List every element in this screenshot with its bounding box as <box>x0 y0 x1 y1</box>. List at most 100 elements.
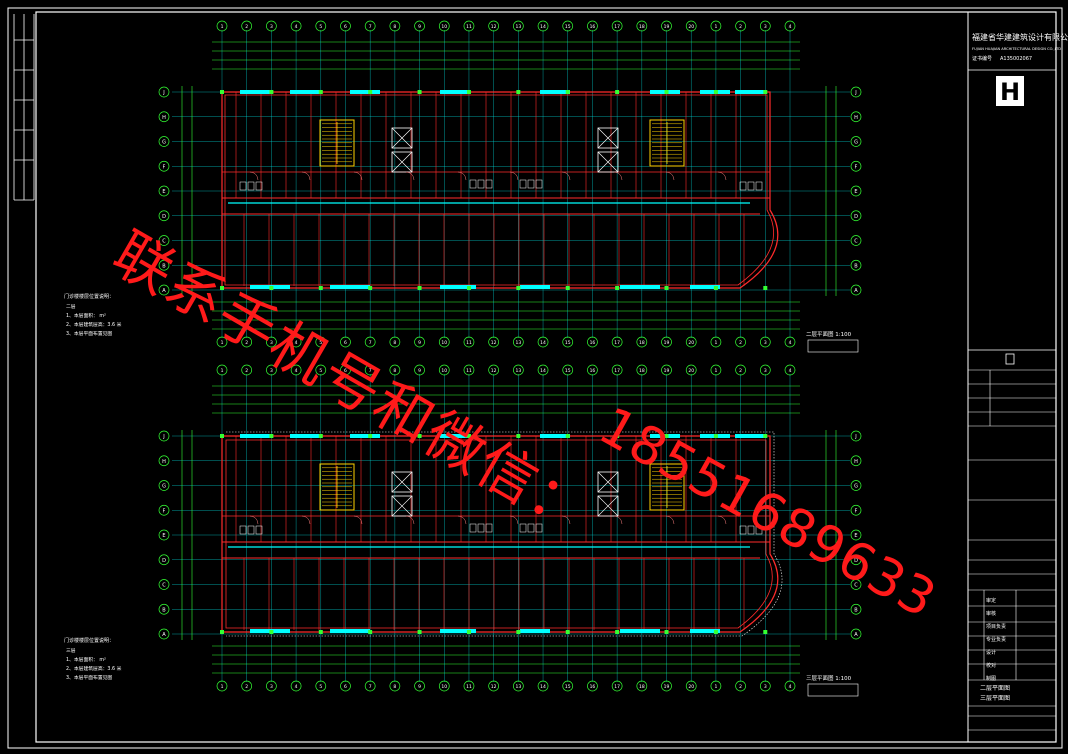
grid-letter: D <box>854 214 858 220</box>
window-top <box>440 90 468 94</box>
grid-letter: J <box>162 434 164 440</box>
grid-number: 9 <box>418 340 421 346</box>
grid-bubble-bottom <box>315 336 327 348</box>
elevator-cross <box>391 471 413 493</box>
toilet-fixture <box>239 181 247 191</box>
column <box>763 434 768 438</box>
grid-number: 7 <box>369 340 372 346</box>
grid-bubble-bottom <box>463 336 475 348</box>
plan-note: 1、本层面积： m² <box>66 312 106 319</box>
grid-bubble-right <box>850 628 862 640</box>
grid-letter: E <box>854 533 857 539</box>
grid-bubble-top <box>661 20 672 32</box>
door-swing <box>561 171 571 181</box>
grid-bubble-bottom <box>512 336 524 348</box>
grid-number: 15 <box>565 24 571 30</box>
column <box>713 434 718 438</box>
grid-number: 3 <box>270 24 273 30</box>
grid-bubble-top <box>537 20 549 32</box>
grid-bubble-top <box>340 364 351 376</box>
grid-bubble-bottom <box>315 680 327 692</box>
plan-note: 3、本层平面布置见图 <box>66 330 112 337</box>
grid-number: 5 <box>319 684 322 690</box>
grid-bubble-top <box>241 364 253 376</box>
grid-bubble-bottom <box>636 336 648 348</box>
grid-number: 10 <box>441 24 447 30</box>
grid-bubble-left <box>158 160 170 172</box>
grid-bubble-top <box>241 20 253 32</box>
door-swing <box>457 515 467 525</box>
grid-letter: E <box>854 189 857 195</box>
plan-scale-label: 三层平面图 1:100 <box>806 674 852 682</box>
grid-number: 3 <box>764 24 767 30</box>
toilet-fixture <box>477 179 485 189</box>
cert-number: A135002067 <box>1000 56 1032 62</box>
grid-bubble-left <box>158 430 170 442</box>
toilet-fixture <box>485 523 493 533</box>
toilet-fixture <box>469 179 477 189</box>
grid-number: 7 <box>369 684 372 690</box>
grid-bubble-left <box>158 455 170 467</box>
grid-number: 16 <box>590 24 596 30</box>
column <box>368 434 373 438</box>
grid-number: 17 <box>614 340 620 346</box>
grid-bubble-top <box>364 20 376 32</box>
grid-number: 14 <box>540 340 546 346</box>
grid-number: 4 <box>789 24 792 30</box>
stair-core <box>319 119 355 167</box>
grid-bubble-right <box>850 210 862 222</box>
grid-bubble-top <box>537 364 549 376</box>
grid-number: 17 <box>614 24 620 30</box>
window-top <box>540 90 570 94</box>
window-top <box>350 434 380 438</box>
plan-scale-box <box>807 683 859 697</box>
column <box>318 286 323 290</box>
grid-bubble-bottom <box>759 336 771 348</box>
grid-number: 2 <box>245 684 248 690</box>
grid-bubble-right <box>850 455 862 467</box>
grid-number: 16 <box>590 368 596 374</box>
grid-number: 3 <box>764 368 767 374</box>
grid-bubble-bottom <box>389 680 401 692</box>
grid-number: 17 <box>614 368 620 374</box>
door-swing <box>457 171 467 181</box>
grid-bubble-top <box>685 364 697 376</box>
column <box>269 434 274 438</box>
grid-bubble-top <box>636 20 648 32</box>
grid-bubble-bottom <box>364 680 376 692</box>
grid-number: 4 <box>789 684 792 690</box>
grid-letter: D <box>162 558 166 564</box>
grid-bubble-bottom <box>216 680 228 692</box>
window-top <box>290 434 320 438</box>
column <box>664 286 669 290</box>
grid-letter: H <box>162 459 166 465</box>
door-swing <box>613 171 623 181</box>
grid-bubble-right <box>850 111 862 123</box>
grid-bubble-bottom <box>759 680 771 692</box>
grid-number: 18 <box>639 24 645 30</box>
door-swing <box>561 515 571 525</box>
grid-number: 8 <box>393 684 396 690</box>
grid-bubble-right <box>850 136 862 147</box>
grid-letter: F <box>855 508 858 514</box>
grid-bubble-right <box>850 529 862 541</box>
grid-bubble-top <box>389 364 401 376</box>
grid-letter: C <box>854 239 858 245</box>
grid-bubble-bottom <box>241 680 253 692</box>
grid-bubble-bottom <box>611 336 623 348</box>
grid-bubble-top <box>266 364 277 376</box>
grid-letter: G <box>162 484 166 490</box>
grid-bubble-bottom <box>710 680 722 692</box>
column <box>615 90 620 94</box>
elevator-shaft <box>597 127 619 149</box>
grid-number: 1 <box>714 684 717 690</box>
window-top <box>540 434 570 438</box>
grid-bubble-bottom <box>587 680 598 692</box>
grid-number: 14 <box>540 24 546 30</box>
door-swing <box>717 171 727 181</box>
toilet-fixture <box>739 181 747 191</box>
grid-bubble-bottom <box>512 680 524 692</box>
window-bottom <box>330 285 370 289</box>
title-block-sign-label: 审定 <box>986 597 996 604</box>
window-top <box>240 434 270 438</box>
